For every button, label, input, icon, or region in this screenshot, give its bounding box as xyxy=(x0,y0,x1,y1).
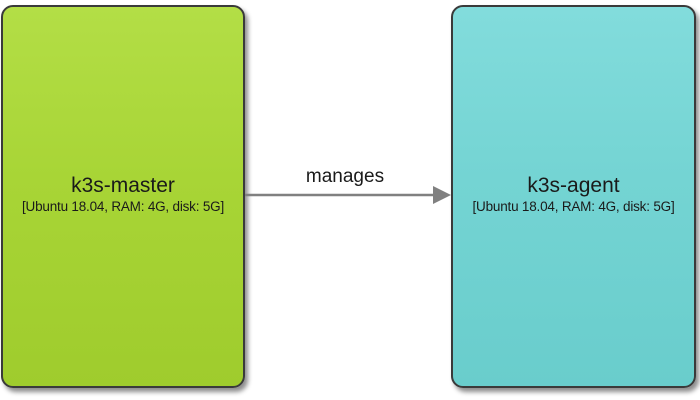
k3s-agent-title: k3s-agent xyxy=(527,173,620,197)
manages-arrow xyxy=(245,186,451,204)
k3s-master-title: k3s-master xyxy=(71,173,175,197)
k3s-agent-node: k3s-agent [Ubuntu 18.04, RAM: 4G, disk: … xyxy=(451,5,696,388)
k3s-master-node: k3s-master [Ubuntu 18.04, RAM: 4G, disk:… xyxy=(1,5,245,388)
k3s-master-spec: [Ubuntu 18.04, RAM: 4G, disk: 5G] xyxy=(22,198,224,214)
manages-label: manages xyxy=(305,166,385,187)
k3s-agent-spec: [Ubuntu 18.04, RAM: 4G, disk: 5G] xyxy=(472,198,675,214)
arrow-head xyxy=(433,186,451,204)
